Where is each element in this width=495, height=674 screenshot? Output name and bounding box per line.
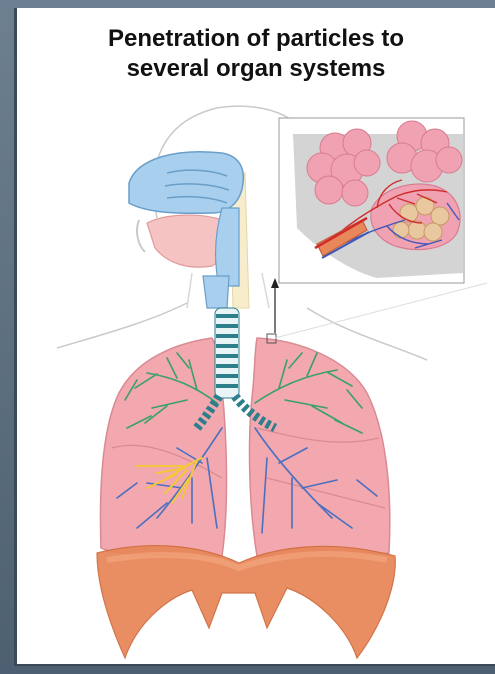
slide: Penetration of particles to several orga… (14, 8, 495, 666)
left-lung (100, 338, 226, 556)
inset-pointer-arrowhead (271, 278, 279, 288)
right-lung (250, 338, 390, 557)
shoulder-right (307, 308, 427, 360)
nasal-cavity (129, 152, 243, 214)
pharynx (215, 208, 239, 286)
larynx (203, 276, 229, 308)
respiratory-diagram (17, 8, 495, 666)
lips (137, 220, 145, 252)
inset-zoom-line (275, 283, 487, 338)
shoulder-left (57, 303, 187, 348)
